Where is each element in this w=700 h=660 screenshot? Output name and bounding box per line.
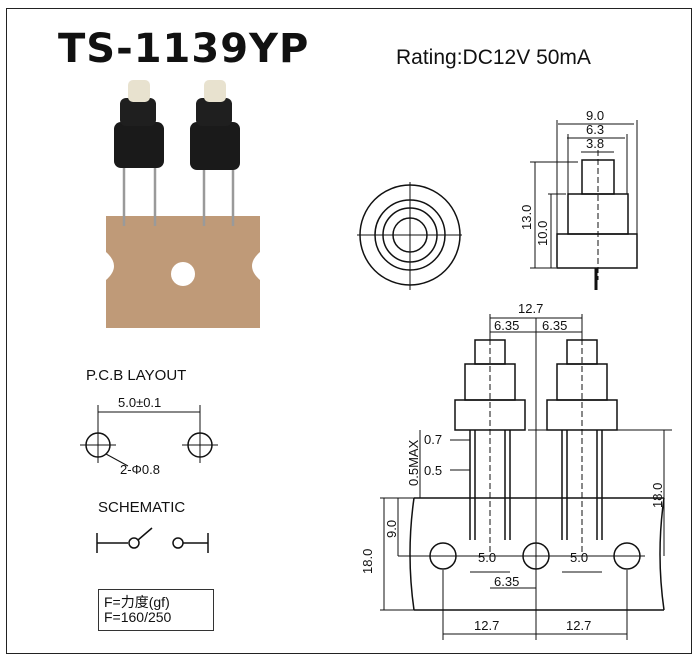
tape-lead-pitch-1: 5.0 (478, 550, 496, 565)
top-view (357, 182, 462, 290)
dim-body-height: 10.0 (535, 221, 550, 246)
photo-leads (122, 168, 235, 226)
photo-switch-left (114, 80, 164, 168)
rating-text: Rating:DC12V 50mA (396, 46, 591, 69)
schematic-title: SCHEMATIC (98, 499, 186, 516)
schematic-drawing (96, 527, 209, 553)
photo-switch-right (190, 80, 240, 170)
tape-pitch-top: 12.7 (518, 301, 543, 316)
photo-sprocket-hole (171, 262, 195, 286)
photo-tape-notch-left (106, 252, 114, 280)
force-line-2: F=160/250 (104, 609, 172, 625)
pcb-hole-label: 2-Φ0.8 (120, 462, 160, 477)
pcb-layout-drawing (80, 405, 218, 467)
dim-inner-diameter: 3.8 (586, 136, 604, 151)
tape-half-left: 6.35 (494, 318, 519, 333)
photo-tape-notch-right (252, 252, 260, 280)
tape-hole-offset: 6.35 (494, 574, 519, 589)
pcb-layout-title: P.C.B LAYOUT (86, 367, 187, 384)
part-number-title: TS-1139YP (58, 26, 310, 72)
tape-half-right: 6.35 (542, 318, 567, 333)
dim-total-height: 13.0 (519, 205, 534, 230)
dim-outer-diameter: 9.0 (586, 108, 604, 123)
tape-bottom-pitch-2: 12.7 (566, 618, 591, 633)
pcb-pitch-label: 5.0±0.1 (118, 395, 161, 410)
tape-lead-height: 18.0 (650, 483, 665, 508)
tape-hole-height: 9.0 (384, 520, 399, 538)
side-view (530, 120, 638, 290)
dim-mid-diameter: 6.3 (586, 122, 604, 137)
tape-lead-pitch-2: 5.0 (570, 550, 588, 565)
tape-drawing (380, 314, 672, 640)
sheet-border (6, 8, 692, 654)
tape-pin-width: 0.7 (424, 432, 442, 447)
tape-width: 18.0 (360, 549, 375, 574)
tape-pin-thick: 0.5 (424, 463, 442, 478)
force-line-1: F=力度(gf) (104, 594, 170, 610)
tape-bottom-pitch-1: 12.7 (474, 618, 499, 633)
force-box (98, 589, 214, 631)
tape-standoff: 0.5MAX (406, 439, 421, 486)
